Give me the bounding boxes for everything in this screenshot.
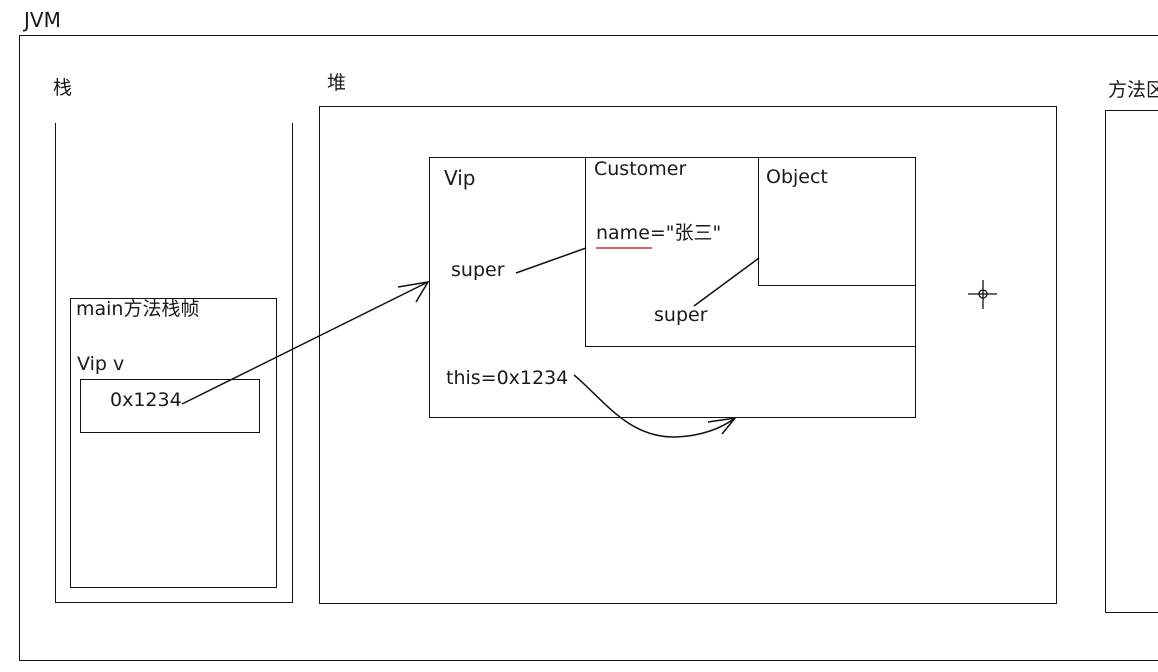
vip-super-link xyxy=(515,247,587,274)
reference-arrowhead xyxy=(397,280,430,303)
object-object-label: Object xyxy=(766,166,828,188)
main-stack-frame xyxy=(70,298,277,588)
heap-label: 堆 xyxy=(327,72,347,94)
stack-area xyxy=(55,123,293,603)
reference-arrow xyxy=(181,281,429,405)
customer-super-label: super xyxy=(654,304,708,326)
heap-area xyxy=(319,106,1057,604)
customer-object-label: Customer xyxy=(594,158,687,180)
object-object xyxy=(758,157,916,286)
stack-label: 栈 xyxy=(53,77,73,99)
vip-object-label: Vip xyxy=(444,166,476,190)
vip-this-label: this=0x1234 xyxy=(446,367,569,389)
name-field-key: name xyxy=(596,222,650,244)
jvm-title: JVM xyxy=(24,8,61,32)
method-area xyxy=(1105,110,1158,613)
customer-name-field: name="张三" xyxy=(596,224,721,243)
name-field-value: ="张三" xyxy=(649,222,722,244)
method-area-label: 方法区 xyxy=(1108,79,1158,101)
customer-super-link xyxy=(693,257,760,307)
vip-var-cell xyxy=(80,379,260,433)
vip-var-label: Vip v xyxy=(77,353,125,375)
crosshair-icon xyxy=(968,280,997,309)
vip-var-value: 0x1234 xyxy=(110,389,182,411)
this-self-arrow xyxy=(573,374,736,438)
main-frame-title: main方法栈帧 xyxy=(76,298,200,320)
jvm-container xyxy=(19,35,1158,661)
this-self-arrowhead xyxy=(707,416,737,435)
vip-super-label: super xyxy=(451,259,505,281)
